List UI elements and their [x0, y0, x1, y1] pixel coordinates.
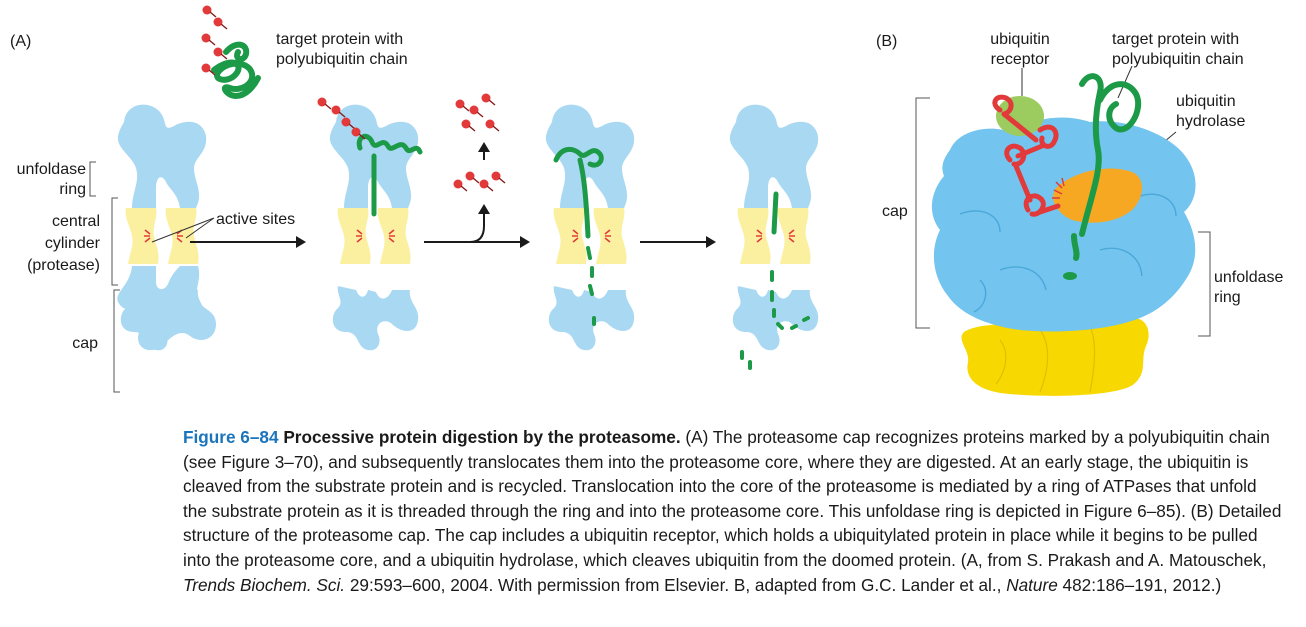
- caption-journal-2: Nature: [1006, 574, 1058, 595]
- ubiquitin-receptor-b: [996, 96, 1044, 136]
- arrow-2: [424, 212, 485, 243]
- proteasome-stage-2: [316, 96, 423, 351]
- central-label-3: (protease): [27, 257, 100, 274]
- caption-text-1: (A) The proteasome cap recognizes protei…: [183, 427, 1282, 570]
- proteasome-stage-3: [545, 104, 635, 351]
- cap-label-b: cap: [882, 203, 908, 220]
- receptor-label-1: ubiquitin: [990, 31, 1050, 48]
- figure-caption: Figure 6–84 Processive protein digestion…: [183, 425, 1283, 597]
- polyubiquitin-chain-b: [992, 94, 1061, 217]
- central-label-1: central: [52, 213, 100, 230]
- panel-b-label: (B): [876, 33, 897, 50]
- figure-title: Processive protein digestion by the prot…: [283, 427, 681, 447]
- proteasome-figure: (A) target protein with polyubiquitin ch…: [10, 4, 1283, 396]
- cap-body-b: [931, 117, 1196, 332]
- cap-bracket-b: [915, 97, 930, 329]
- unfoldase-label-a-1: unfoldase: [17, 161, 86, 178]
- free-target-protein: [200, 4, 261, 100]
- hydrolase-label-1: ubiquitin: [1176, 93, 1236, 110]
- unfoldase-bracket-b: [1198, 231, 1211, 337]
- cap-bracket-a: [113, 289, 120, 393]
- figure-number: Figure 6–84: [183, 427, 279, 447]
- target-protein-label-a-1: target protein with: [276, 31, 403, 48]
- panel-a-label: (A): [10, 33, 31, 50]
- target-protein-label-b-2: polyubiquitin chain: [1112, 51, 1244, 68]
- unfoldase-label-b-2: ring: [1214, 289, 1241, 306]
- unfoldase-bracket: [89, 161, 96, 197]
- cap-label-a: cap: [72, 335, 98, 352]
- unfoldase-label-b-1: unfoldase: [1214, 269, 1283, 286]
- target-protein-label-b-1: target protein with: [1112, 31, 1239, 48]
- central-bracket: [111, 197, 118, 286]
- caption-text-2: 29:593–600, 2004. With permission from E…: [345, 574, 1007, 595]
- receptor-label-2: receptor: [991, 51, 1050, 68]
- target-protein-label-a-2: polyubiquitin chain: [276, 51, 408, 68]
- active-sites-pointer: [151, 217, 215, 243]
- ubiquitin-hydrolase-b: [1053, 168, 1142, 223]
- released-ubiquitin: [452, 92, 506, 192]
- unfoldase-label-a-2: ring: [59, 181, 86, 198]
- caption-journal-1: Trends Biochem. Sci.: [183, 574, 346, 595]
- proteasome-stage-1: [117, 104, 216, 351]
- hydrolase-label-2: hydrolase: [1176, 113, 1245, 130]
- active-sites-label: active sites: [216, 211, 295, 228]
- core-particle-b: [961, 317, 1149, 396]
- proteasome-stage-4: [729, 104, 819, 370]
- target-protein-b: [1071, 73, 1141, 261]
- caption-text-3: 482:186–191, 2012.): [1057, 574, 1222, 595]
- central-label-2: cylinder: [45, 235, 101, 252]
